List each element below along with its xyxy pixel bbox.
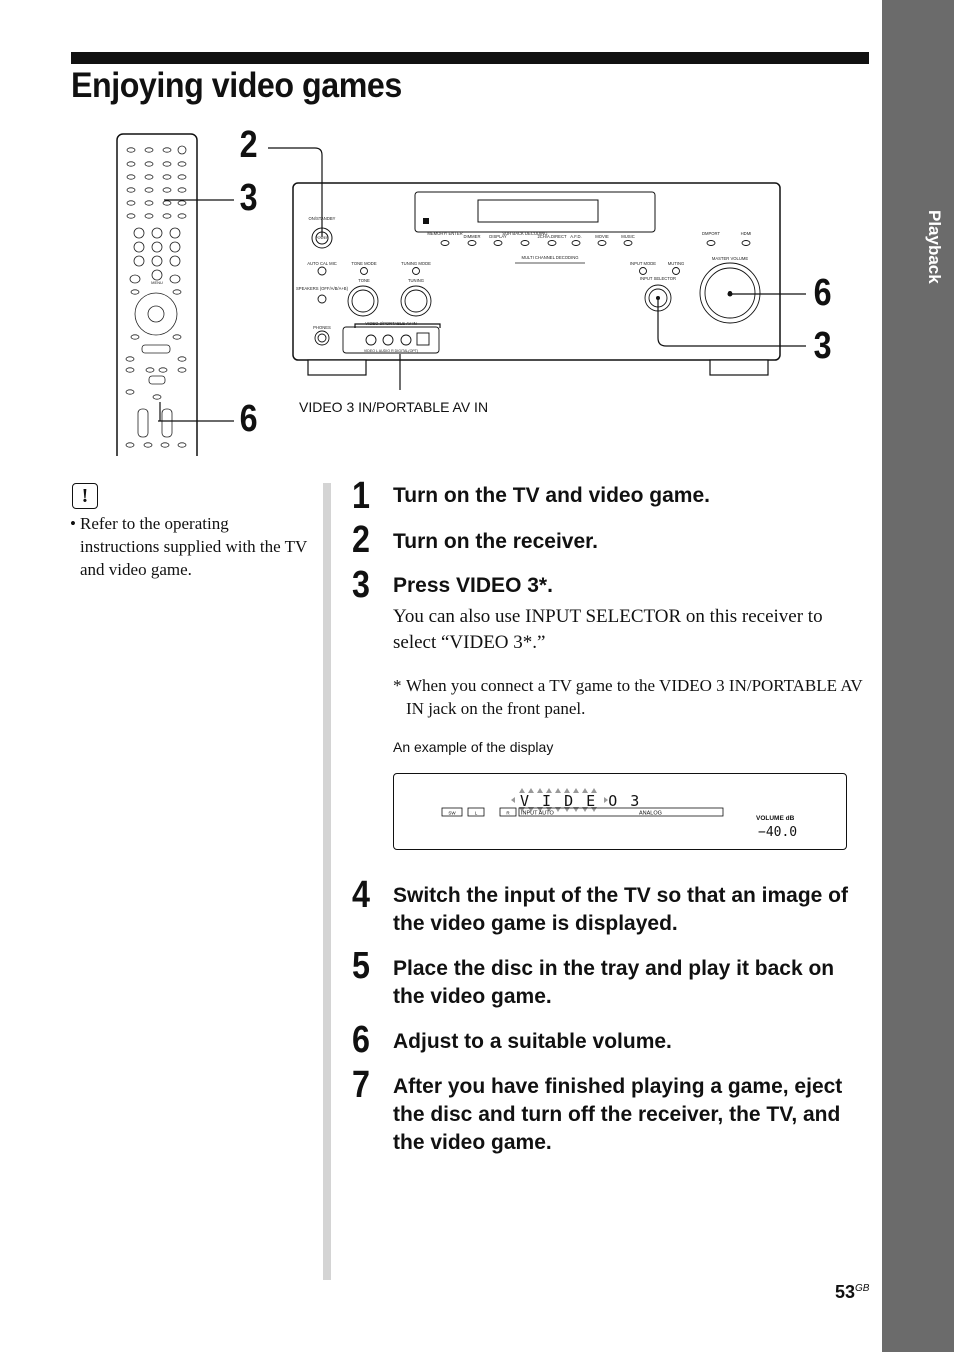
- label-dmport: DMPORT: [702, 231, 721, 236]
- analog-label: ANALOG: [639, 811, 662, 817]
- display-main-text: V I D E O 3: [520, 792, 641, 810]
- label-tuning: TUNING: [408, 278, 424, 283]
- step-1-number: 1: [352, 475, 370, 517]
- step-5-title: Place the disc in the tray and play it b…: [393, 957, 835, 1008]
- step-7-title: After you have finished playing a game, …: [393, 1075, 843, 1154]
- callout-6-remote: 6: [239, 398, 258, 440]
- label-video3-jacks: VIDEO L AUDIO R DIGITAL(OPT): [364, 349, 418, 353]
- label-memory-enter: MEMORY/ ENTER: [427, 231, 462, 236]
- label-input-mode: INPUT MODE: [630, 261, 656, 266]
- indicator-sw: SW: [448, 811, 456, 816]
- callout-2: 2: [239, 124, 258, 166]
- title-rule: [71, 52, 869, 64]
- page-number-value: 53: [835, 1282, 856, 1302]
- label-input-selector: INPUT SELECTOR: [640, 276, 676, 281]
- step-7-number: 7: [352, 1064, 370, 1106]
- page-title: Enjoying video games: [71, 66, 402, 105]
- label-tuning-mode: TUNING MODE: [401, 261, 431, 266]
- section-sidebar: Playback: [882, 0, 954, 1352]
- step-6-number: 6: [352, 1019, 370, 1061]
- section-tab-label: Playback: [925, 210, 944, 284]
- note-icon: !: [72, 483, 98, 509]
- label-master-volume: MASTER VOLUME: [712, 256, 749, 261]
- footnote: * When you connect a TV game to the VIDE…: [393, 674, 869, 720]
- step-2-number: 2: [352, 519, 370, 561]
- label-tone-mode: TONE MODE: [351, 261, 376, 266]
- svg-text:MENU: MENU: [151, 280, 163, 285]
- display-graphic: SW L R INPUT AUTO ANALOG V I D E O 3 VOL…: [441, 788, 797, 840]
- front-jack-caption: VIDEO 3 IN/PORTABLE AV IN: [299, 399, 489, 415]
- note-text: • Refer to the operating instructions su…: [70, 512, 310, 581]
- label-dimmer: DIMMER: [464, 234, 481, 239]
- label-speakers: SPEAKERS (OFF/A/B/A+B): [296, 286, 349, 291]
- step-5-number: 5: [352, 945, 370, 987]
- callout-3-remote: 3: [239, 177, 258, 219]
- display-caption: An example of the display: [393, 739, 554, 755]
- display-example: SW L R INPUT AUTO ANALOG V I D E O 3 VOL…: [393, 773, 847, 850]
- callout-6-receiver: 6: [813, 272, 832, 314]
- page-number-suffix: GB: [855, 1283, 870, 1294]
- column-divider: [323, 483, 331, 1280]
- callout-3-receiver: 3: [813, 325, 832, 367]
- input-auto-label: INPUT AUTO: [521, 811, 555, 817]
- callout-lines: [158, 147, 806, 422]
- label-display: DISPLAY: [489, 234, 507, 239]
- step-4-title: Switch the input of the TV so that an im…: [393, 884, 849, 935]
- remote-control-illustration: MENU: [116, 133, 198, 456]
- label-2ch-direct: 2CH/A.DIRECT: [537, 234, 567, 239]
- step-3-number: 3: [352, 564, 370, 606]
- label-power: POWER: [315, 236, 329, 240]
- step-3-body: You can also use INPUT SELECTOR on this …: [393, 606, 823, 653]
- step-4-number: 4: [352, 874, 370, 916]
- step-3-title: Press VIDEO 3*.: [393, 574, 553, 597]
- label-afd: A.F.D.: [570, 234, 581, 239]
- note-bullet: •: [70, 514, 76, 533]
- note-body: Refer to the operating instructions supp…: [80, 514, 307, 579]
- label-muting: MUTING: [668, 261, 685, 266]
- volume-value: −40.0: [758, 825, 797, 840]
- label-auto-cal-mic: AUTO CAL MIC: [307, 261, 337, 266]
- footnote-text: When you connect a TV game to the VIDEO …: [406, 676, 863, 718]
- label-sur-back: SUR BACK DECODING: [502, 231, 547, 236]
- indicator-r: R: [506, 811, 510, 816]
- step-6-title: Adjust to a suitable volume.: [393, 1030, 672, 1053]
- step-2-title: Turn on the receiver.: [393, 530, 599, 553]
- label-phones: PHONES: [313, 325, 331, 330]
- volume-label: VOLUME dB: [756, 815, 795, 822]
- step-1-title: Turn on the TV and video game.: [393, 484, 710, 507]
- label-multi-channel: MULTI CHANNEL DECODING: [521, 255, 578, 260]
- label-hdmi: HDMI: [741, 231, 752, 236]
- page-number: 53GB: [835, 1282, 869, 1303]
- label-movie: MOVIE: [595, 234, 609, 239]
- label-music: MUSIC: [621, 234, 635, 239]
- footnote-mark: *: [393, 676, 402, 695]
- indicator-l: L: [475, 811, 478, 816]
- label-tone: TONE: [358, 278, 370, 283]
